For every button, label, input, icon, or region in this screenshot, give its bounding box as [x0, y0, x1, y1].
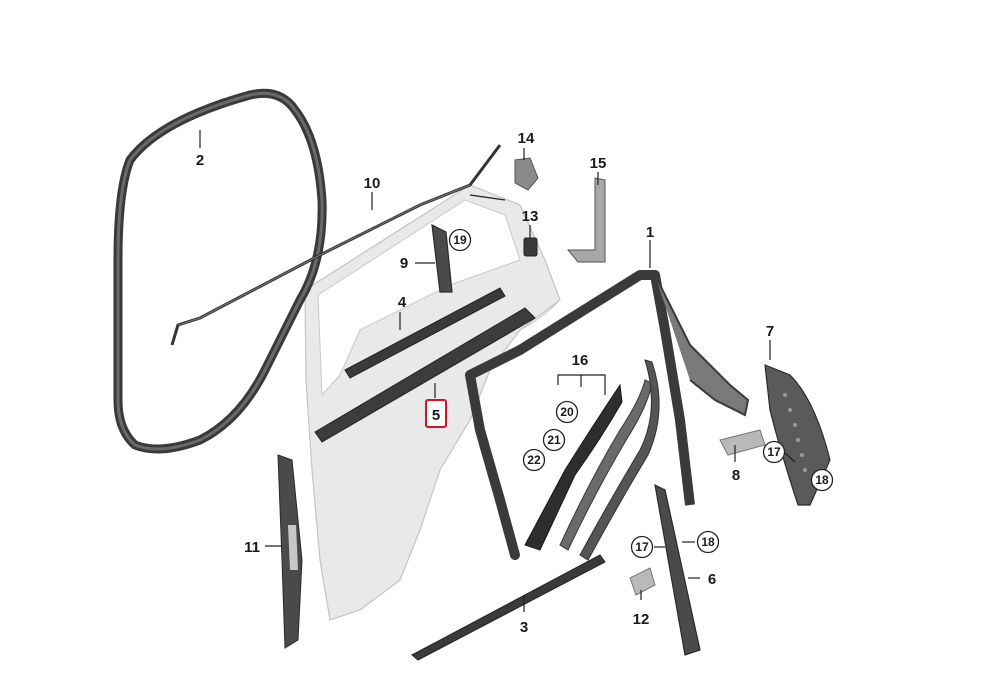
- svg-text:17: 17: [767, 445, 781, 459]
- circled-labels: 19 20 21 22 17 18 17 18: [448, 228, 834, 559]
- svg-text:17: 17: [635, 540, 649, 554]
- label-14[interactable]: 14: [518, 130, 535, 147]
- label-10[interactable]: 10: [364, 175, 381, 192]
- highlight-box: [425, 399, 447, 428]
- leader-lines: [199, 130, 796, 612]
- label-7[interactable]: 7: [766, 323, 774, 340]
- svg-text:20: 20: [560, 405, 574, 419]
- circle-label-20[interactable]: 20: [555, 400, 579, 424]
- label-4[interactable]: 4: [398, 294, 407, 311]
- label-2[interactable]: 2: [196, 152, 204, 169]
- part-6-pillar-trim[interactable]: [654, 483, 701, 656]
- part-number-labels: 2 10 14 13 15 1 9 4 16 7 8 11 6 12 3: [196, 130, 774, 636]
- label-5-highlighted[interactable]: 5: [425, 399, 447, 428]
- part-2-door-seal[interactable]: [113, 88, 327, 454]
- part-10-channel-strip[interactable]: [170, 144, 502, 346]
- part-1-window-frame[interactable]: [465, 270, 750, 560]
- label-6[interactable]: 6: [708, 571, 716, 588]
- svg-text:22: 22: [527, 453, 541, 467]
- circle-label-18-lower[interactable]: 18: [696, 530, 720, 554]
- label-5[interactable]: 5: [432, 407, 440, 424]
- part-12-clip[interactable]: [629, 567, 656, 596]
- part-4-inner-strip[interactable]: [344, 287, 506, 379]
- svg-text:18: 18: [815, 473, 829, 487]
- part-15-bracket-bar[interactable]: [566, 177, 606, 263]
- part-5-belt-molding[interactable]: [314, 307, 536, 443]
- svg-text:19: 19: [453, 233, 467, 247]
- label-3[interactable]: 3: [520, 619, 528, 636]
- circle-label-21[interactable]: 21: [542, 428, 566, 452]
- part-16-curved-trims[interactable]: [524, 359, 660, 561]
- label-8[interactable]: 8: [732, 467, 740, 484]
- part-13-cap[interactable]: [523, 237, 538, 257]
- svg-text:21: 21: [547, 433, 561, 447]
- circle-label-19[interactable]: 19: [448, 228, 472, 252]
- label-1[interactable]: 1: [646, 224, 654, 241]
- circle-label-22[interactable]: 22: [522, 448, 546, 472]
- part-11-front-trim[interactable]: [277, 454, 303, 649]
- label-9[interactable]: 9: [400, 255, 408, 272]
- circle-label-18-right[interactable]: 18: [810, 468, 834, 492]
- part-8-bracket[interactable]: [719, 429, 766, 456]
- label-13[interactable]: 13: [522, 208, 539, 225]
- label-11[interactable]: 11: [244, 539, 260, 556]
- part-7-rear-panel[interactable]: [764, 364, 831, 506]
- circle-label-17-right[interactable]: 17: [762, 440, 786, 464]
- label-15[interactable]: 15: [590, 155, 607, 172]
- part-14-clip[interactable]: [514, 157, 539, 191]
- label-12[interactable]: 12: [633, 611, 650, 628]
- svg-text:18: 18: [701, 535, 715, 549]
- label-16[interactable]: 16: [572, 352, 589, 369]
- part-3-sill-strip[interactable]: [411, 554, 606, 661]
- part-9-triangle-trim[interactable]: [431, 223, 453, 293]
- circle-label-17-lower[interactable]: 17: [630, 535, 654, 559]
